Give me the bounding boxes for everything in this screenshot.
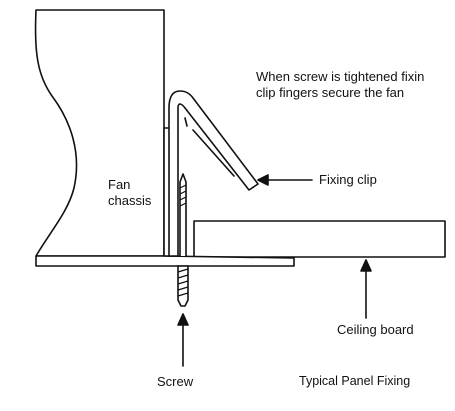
fan-chassis <box>34 9 165 257</box>
screw-threads <box>177 268 189 297</box>
fixing-clip-label: Fixing clip <box>319 172 377 187</box>
ceiling-board <box>193 220 446 258</box>
base-flange <box>35 255 295 267</box>
fixing-clip <box>168 90 259 257</box>
ceiling-board-arrow <box>360 259 372 319</box>
fan-label: Fan <box>108 177 131 192</box>
clip-finger <box>184 117 235 177</box>
note-line-1: When screw is tightened fixin <box>256 69 425 84</box>
caption: Typical Panel Fixing <box>299 374 411 388</box>
screw-label: Screw <box>157 374 194 389</box>
screw-upper <box>179 173 187 257</box>
note-line-2: clip fingers secure the fan <box>256 85 405 100</box>
chassis-label: chassis <box>108 193 152 208</box>
screw-upper-threads <box>179 184 187 207</box>
screw-arrow <box>177 313 189 367</box>
ceiling-board-label: Ceiling board <box>337 322 414 337</box>
fixing-clip-arrow <box>257 174 313 186</box>
